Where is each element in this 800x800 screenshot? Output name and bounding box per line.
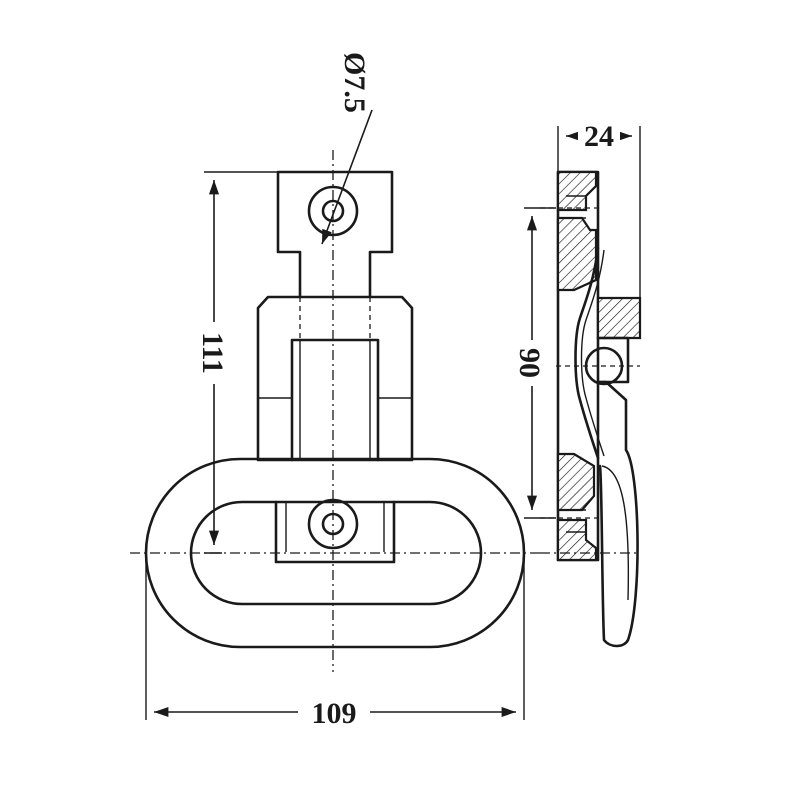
ring-holder [596, 336, 630, 384]
side-view-dimensions: 24 90 [513, 118, 641, 519]
hole-diameter-leader [321, 109, 373, 245]
spring-leaf [574, 246, 600, 460]
width-label-background [298, 696, 370, 728]
hatch-section-upper [556, 216, 598, 292]
thickness-label: 24 [584, 120, 614, 153]
front-view [130, 150, 540, 672]
hatch-section-pin-block [596, 296, 642, 340]
inner-slot-outline [290, 338, 380, 462]
spacing-label-background [514, 340, 550, 386]
shoulder-block-outline [256, 295, 414, 462]
side-section-view [540, 170, 642, 648]
ring-profile [596, 380, 639, 648]
hatch-section-bottom [556, 518, 598, 562]
hatch-section-lower [556, 452, 596, 512]
front-view-dimensions: Ø7.5 111 109 [145, 52, 525, 730]
spacing-label: 90 [513, 348, 546, 378]
width-label: 109 [312, 697, 357, 730]
hatch-section-top [556, 170, 598, 212]
spring-leaf-inner [580, 249, 605, 457]
height-label: 111 [196, 332, 229, 374]
top-hole-inner [321, 199, 345, 223]
hole-diameter-label: Ø7.5 [338, 52, 371, 113]
height-label-background [195, 322, 233, 384]
ring-profile-inner [601, 465, 630, 601]
thickness-label-background [578, 118, 620, 148]
lower-plate-outline [274, 500, 396, 564]
